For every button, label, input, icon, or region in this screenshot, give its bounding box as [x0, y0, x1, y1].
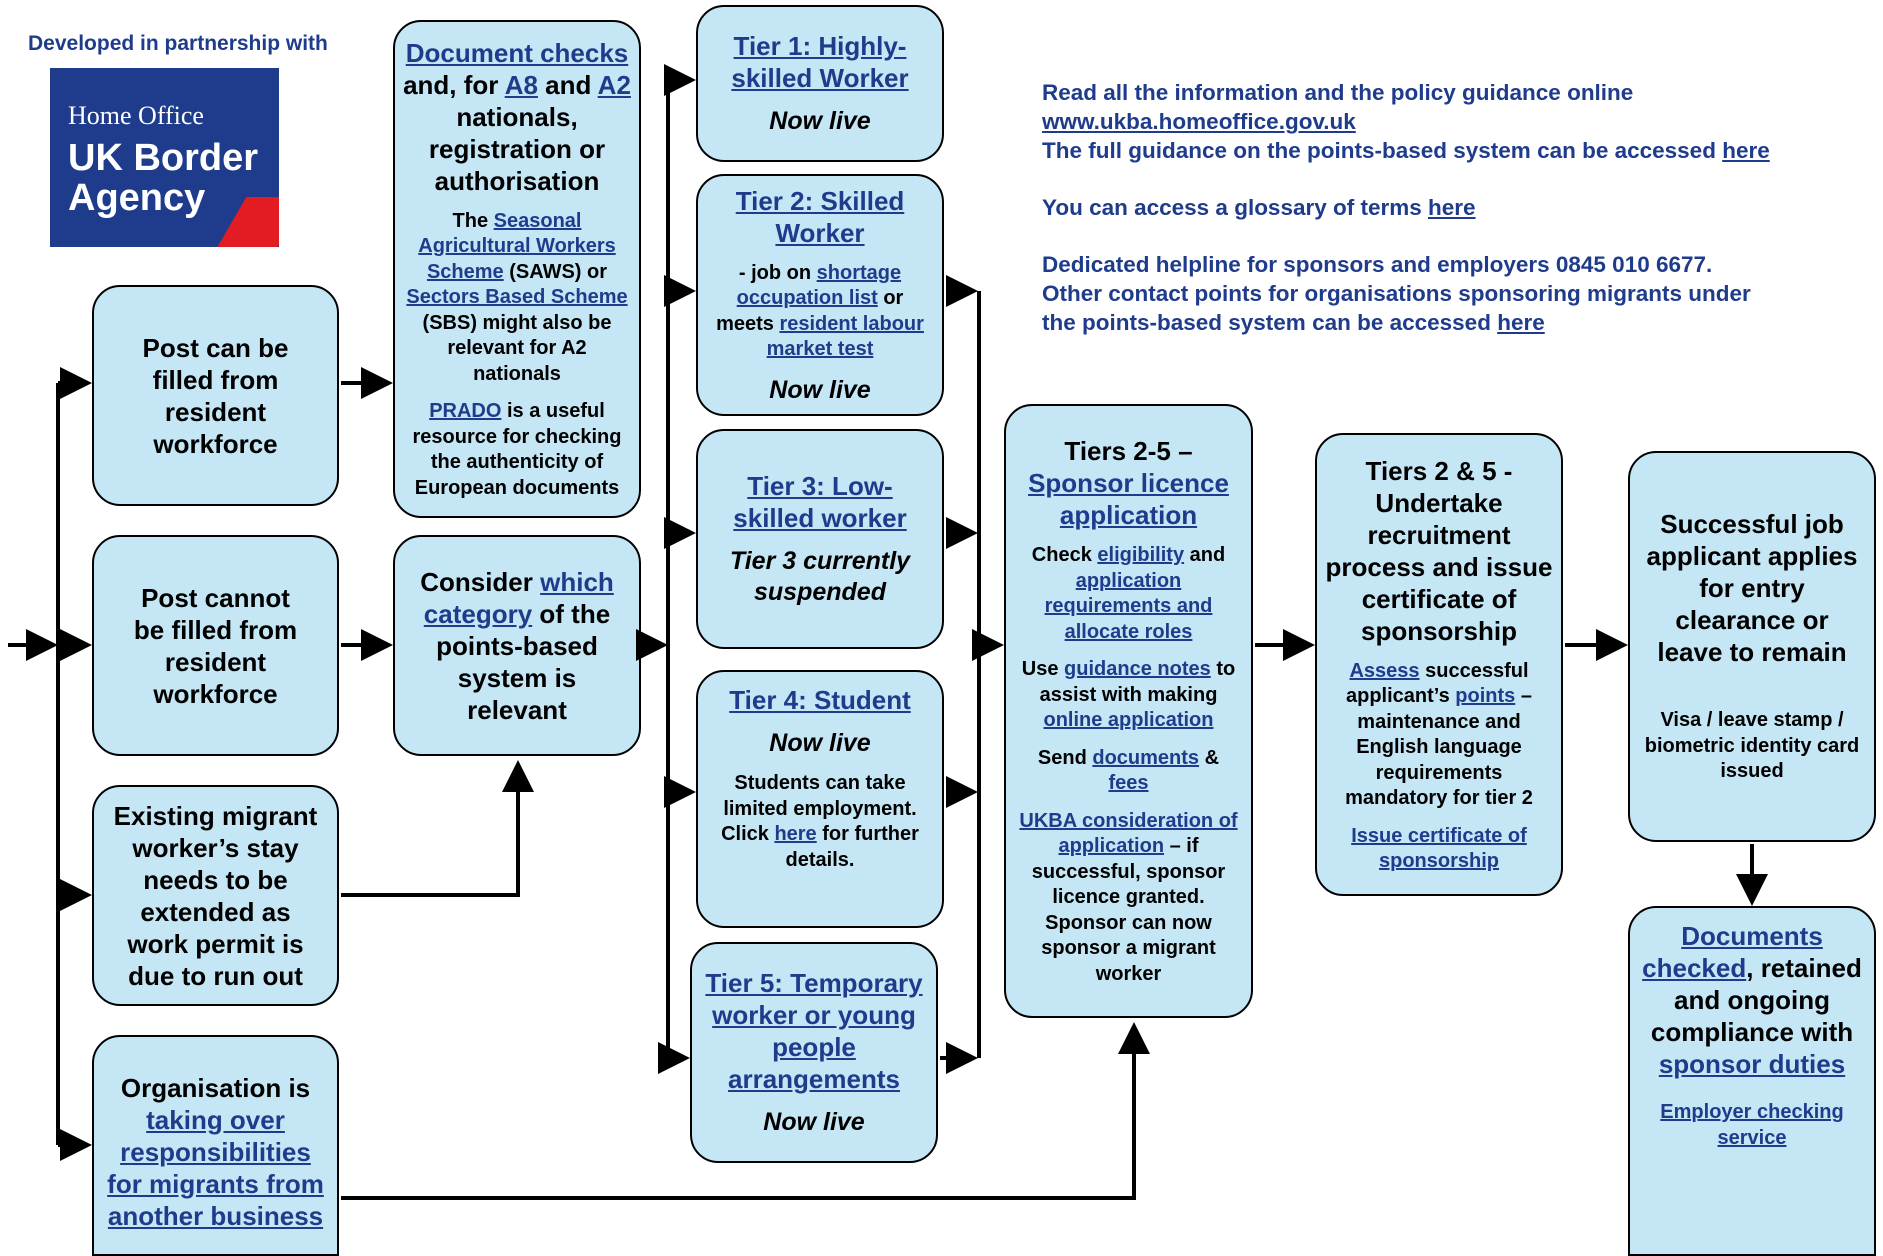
tier5-box: Tier 5: Temporary worker or young people…	[690, 942, 938, 1163]
tier3-link[interactable]: Tier 3: Low-skilled worker	[733, 471, 907, 533]
employer-checking-link[interactable]: Employer checking service	[1660, 1101, 1844, 1149]
shortage-list-link[interactable]: shortage occupation list	[736, 261, 902, 310]
post-cannot-box: Post cannot be filled from resident work…	[92, 535, 339, 756]
a2-link[interactable]: A2	[597, 69, 631, 100]
documents-link[interactable]: documents	[1092, 746, 1200, 769]
eligibility-link[interactable]: eligibility	[1097, 544, 1185, 566]
document-checks-box: Document checks and, for A8 and A2 natio…	[393, 20, 641, 518]
guidance-notes-link[interactable]: guidance notes	[1064, 658, 1211, 680]
tier4-here-link[interactable]: here	[774, 823, 817, 845]
ukba-consideration-link[interactable]: UKBA consideration of application	[1019, 809, 1238, 858]
partner-text: Developed in partnership with	[28, 32, 328, 55]
glossary-here-link[interactable]: here	[1428, 195, 1476, 220]
info-guidance: Read all the information and the policy …	[1042, 80, 1770, 163]
documents-checked-link[interactable]: Documents checked	[1642, 921, 1823, 983]
a8-link[interactable]: A8	[504, 69, 538, 100]
online-application-link[interactable]: online application	[1043, 709, 1214, 731]
sbs-link[interactable]: Sectors Based Scheme	[406, 286, 628, 309]
tier4-link[interactable]: Tier 4: Student	[729, 685, 911, 715]
sponsor-duties-link[interactable]: sponsor duties	[1658, 1049, 1846, 1079]
tier2-box: Tier 2: Skilled Worker - job on shortage…	[696, 174, 944, 416]
recruitment-box: Tiers 2 & 5 - Undertake recruitment proc…	[1315, 433, 1563, 896]
existing-migrant-box: Existing migrant worker’s stay needs to …	[92, 785, 339, 1006]
rlmt-link[interactable]: resident labour market test	[766, 312, 924, 361]
sponsor-licence-link[interactable]: Sponsor licence application	[1028, 468, 1229, 530]
tier1-box: Tier 1: Highly-skilled Worker Now live	[696, 5, 944, 162]
logo-uk-border-agency: UK Border Agency	[68, 137, 259, 219]
prado-link[interactable]: PRADO	[429, 400, 502, 423]
document-checks-link[interactable]: Document checks	[405, 37, 629, 68]
applicant-box: Successful job applicant applies for ent…	[1628, 451, 1876, 842]
issue-certificate-link[interactable]: Issue certificate of sponsorship	[1351, 824, 1527, 873]
tier4-box: Tier 4: Student Now live Students can ta…	[696, 670, 944, 928]
which-category-link[interactable]: which category	[423, 566, 614, 629]
info-panel: Read all the information and the policy …	[1042, 78, 1862, 365]
points-link[interactable]: points	[1455, 685, 1516, 707]
assess-link[interactable]: Assess	[1349, 659, 1420, 682]
documents-checked-box: Documents checked, retained and ongoing …	[1628, 906, 1876, 1256]
taking-over-link[interactable]: taking over responsibilities for migrant…	[107, 1104, 324, 1231]
contacts-here-link[interactable]: here	[1497, 310, 1545, 335]
ukba-logo: Home Office UK Border Agency	[50, 68, 279, 247]
post-can-box: Post can be filled from resident workfor…	[92, 285, 339, 506]
tier5-link[interactable]: Tier 5: Temporary worker or young people…	[705, 968, 923, 1094]
saws-link[interactable]: Seasonal Agricultural Workers Scheme	[418, 209, 616, 283]
logo-home-office: Home Office	[68, 101, 204, 130]
guidance-here-link[interactable]: here	[1722, 138, 1770, 163]
tier3-box: Tier 3: Low-skilled worker Tier 3 curren…	[696, 429, 944, 649]
app-requirements-link[interactable]: application requirements and allocate ro…	[1044, 569, 1213, 643]
tier1-link[interactable]: Tier 1: Highly-skilled Worker	[731, 31, 909, 93]
info-glossary: You can access a glossary of terms here	[1042, 195, 1476, 220]
ukba-website-link[interactable]: www.ukba.homeoffice.gov.uk	[1042, 109, 1356, 134]
info-helpline: Dedicated helpline for sponsors and empl…	[1042, 252, 1751, 335]
consider-category-box: Consider which category of the points-ba…	[393, 535, 641, 756]
tier2-link[interactable]: Tier 2: Skilled Worker	[735, 185, 905, 248]
sponsor-licence-box: Tiers 2-5 –Sponsor licence application C…	[1004, 404, 1253, 1018]
fees-link[interactable]: fees	[1108, 772, 1149, 794]
